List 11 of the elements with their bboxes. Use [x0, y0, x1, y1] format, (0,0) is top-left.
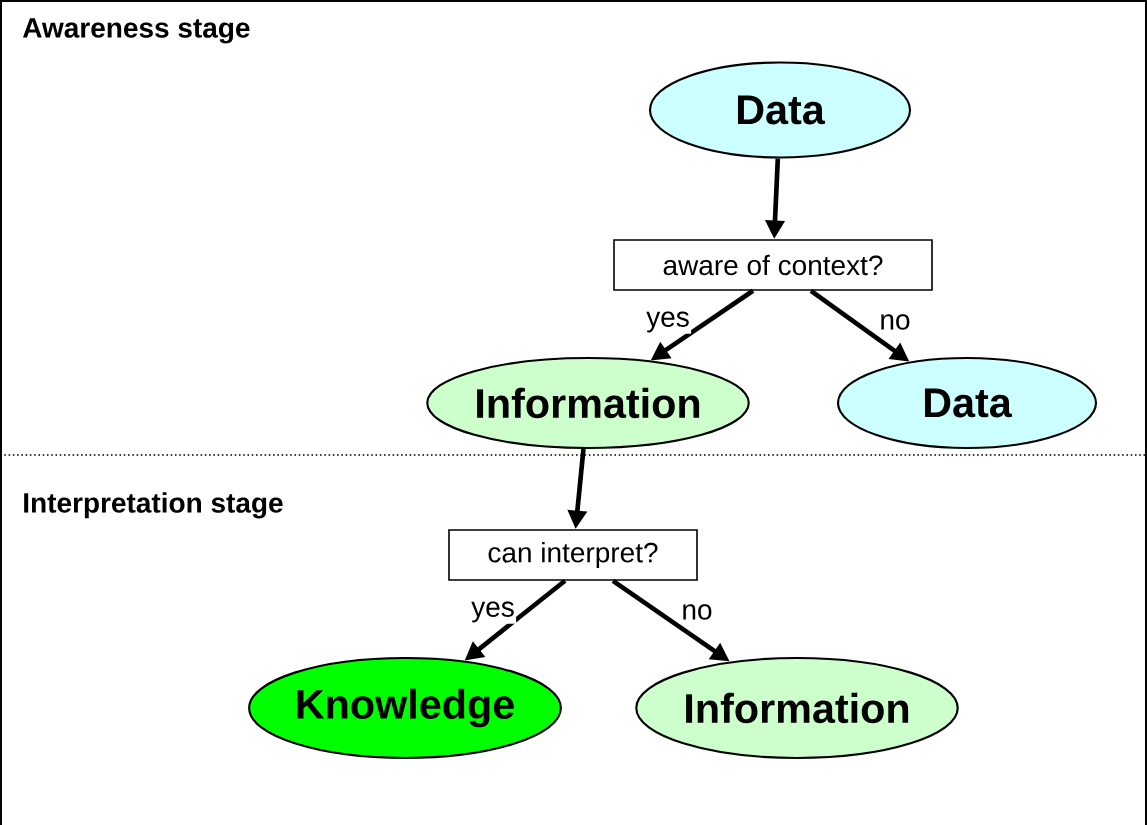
ellipse-node: Information	[635, 656, 959, 760]
ellipse-node: Data	[836, 356, 1098, 450]
ellipse-node: Data	[648, 61, 912, 159]
decision-box: aware of context?	[613, 239, 933, 291]
edge-label: yes	[644, 310, 692, 334]
edge-label: no	[680, 603, 714, 621]
edge-label: yes	[469, 600, 517, 624]
decision-box: can interpret?	[448, 529, 698, 581]
ellipse-node: Knowledge	[248, 656, 562, 760]
ellipse-node: Information	[426, 356, 750, 450]
edge-label: no	[878, 313, 912, 331]
